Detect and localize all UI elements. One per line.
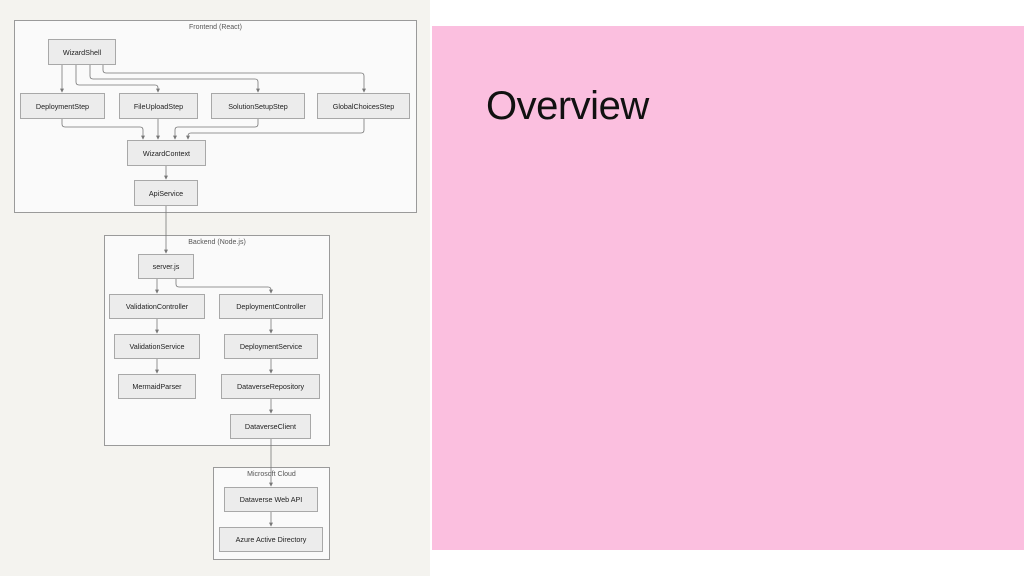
node-api-service: ApiService (134, 180, 198, 206)
edge-solutionsetupstep-wizardcontext (173, 119, 259, 140)
node-solution-setup-step: SolutionSetupStep (211, 93, 305, 119)
node-validation-controller: ValidationController (109, 294, 205, 319)
node-deployment-step: DeploymentStep (20, 93, 105, 119)
diagram-panel: Frontend (React) Backend (Node.js) Micro… (0, 0, 430, 576)
frontend-group-label: Frontend (React) (189, 24, 242, 31)
cloud-group-label: Microsoft Cloud (247, 471, 296, 478)
edge-serverjs-deploymentcontroller (175, 279, 273, 294)
node-server-js: server.js (138, 254, 194, 279)
node-deployment-service: DeploymentService (224, 334, 318, 359)
edge-wizardshell-fileuploadstep (75, 65, 160, 93)
edge-deploymentstep-wizardcontext (61, 119, 145, 140)
node-file-upload-step: FileUploadStep (119, 93, 198, 119)
node-dataverse-client: DataverseClient (230, 414, 311, 439)
node-global-choices-step: GlobalChoicesStep (317, 93, 410, 119)
title-panel: Overview (432, 26, 1024, 550)
node-azure-active-directory: Azure Active Directory (219, 527, 323, 552)
node-mermaid-parser: MermaidParser (118, 374, 196, 399)
diagram-edges (60, 65, 366, 527)
edge-globalchoicesstep-wizardcontext (186, 119, 365, 140)
backend-group-label: Backend (Node.js) (188, 239, 246, 246)
node-deployment-controller: DeploymentController (219, 294, 323, 319)
edge-wizardshell-globalchoicesstep (102, 65, 366, 93)
slide-title: Overview (486, 84, 649, 128)
node-dataverse-web-api: Dataverse Web API (224, 487, 318, 512)
edge-wizardshell-solutionsetupstep (89, 65, 260, 93)
node-validation-service: ValidationService (114, 334, 200, 359)
node-dataverse-repository: DataverseRepository (221, 374, 320, 399)
node-wizard-context: WizardContext (127, 140, 206, 166)
node-wizard-shell: WizardShell (48, 39, 116, 65)
